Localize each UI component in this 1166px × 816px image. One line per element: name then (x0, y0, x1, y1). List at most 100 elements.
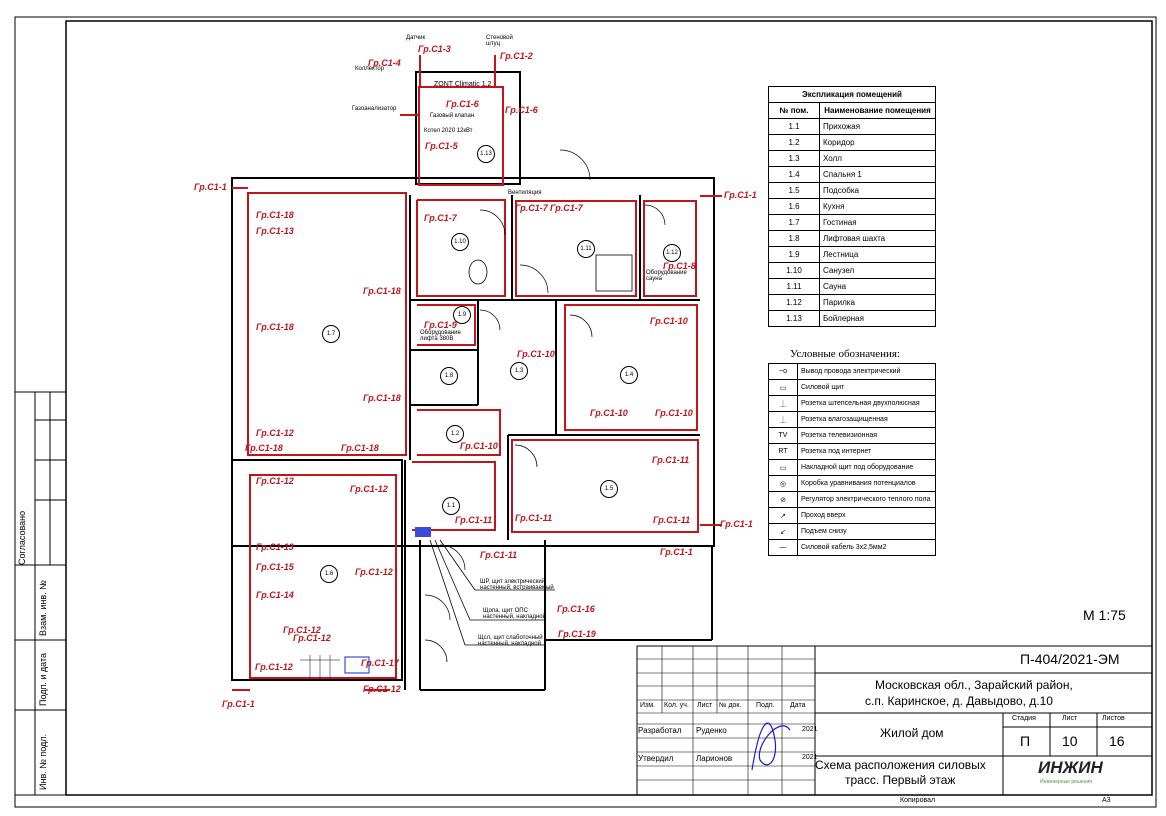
cable-group-label: Гр.С1-1 (660, 547, 693, 557)
cable-group-label: Гр.С1-6 (446, 99, 479, 109)
cable-group-label: Гр.С1-13 (256, 542, 294, 552)
cable-group-label: Гр.С1-11 (480, 550, 518, 560)
cable-group-label: Гр.С1-16 (557, 604, 595, 614)
explication-table: Экспликация помещений № пом. Наименовани… (768, 86, 936, 327)
year-2: 2021 (802, 754, 818, 761)
cable-group-label: Гр.С1-1 (194, 182, 227, 192)
cable-group-label: Гр.С1-12 (256, 476, 294, 486)
legend-row: ▭Накладной щит под оборудование (768, 459, 936, 476)
plan-label-boiler: Котел 2020 12кВт (424, 128, 473, 134)
room-number-badge: 1.9 (453, 306, 471, 324)
sheet-label: Лист (1062, 715, 1078, 722)
cable-group-label: Гр.С1-1 (720, 519, 753, 529)
cable-group-label: Гр.С1-11 (653, 515, 691, 525)
explication-row-name: Санузел (819, 262, 936, 279)
legend-text: Коробка уравнивания потенциалов (797, 475, 936, 492)
explication-col-num: № пом. (768, 102, 820, 119)
explication-row-name: Лифтовая шахта (819, 230, 936, 247)
developed-name: Руденко (696, 726, 727, 735)
plan-label-sensor2: Стеновой штуц (486, 35, 513, 47)
legend-text: Накладной щит под оборудование (797, 459, 936, 476)
cable-group-label: Гр.С1-10 (590, 408, 628, 418)
room-number-badge: 1.1 (442, 497, 460, 515)
cable-group-label: Гр.С1-13 (256, 226, 294, 236)
project-code: П-404/2021-ЭМ (1020, 651, 1120, 667)
company-logo-sub: Инженерные решения (1040, 779, 1092, 785)
room-number-badge: 1.6 (320, 565, 338, 583)
cable-group-label: Гр.С1-12 (355, 567, 393, 577)
room-number-badge: 1.2 (446, 425, 464, 443)
explication-row-name: Спальня 1 (819, 166, 936, 183)
cable-group-label: Гр.С1-11 (515, 513, 553, 523)
cable-group-label: Гр.С1-5 (425, 141, 458, 151)
copied-label: Копировал (900, 797, 936, 804)
legend-symbol-icon: ▭ (768, 459, 798, 476)
explication-col-name: Наименование помещения (819, 102, 936, 119)
explication-row-num: 1.1 (768, 118, 820, 135)
plan-label-equip-lift: Оборудование лифта 380В (420, 330, 461, 342)
stamp-col-header: № док. (719, 702, 742, 709)
explication-row-name: Коридор (819, 134, 936, 151)
plan-label-shr: ШР, щит электрический настенный, встраив… (480, 579, 554, 591)
side-agreed: Согласовано (17, 510, 27, 565)
legend-row: ↙Подъем снизу (768, 523, 936, 540)
explication-row-num: 1.8 (768, 230, 820, 247)
explication-row-num: 1.7 (768, 214, 820, 231)
developed-label: Разработал (638, 726, 682, 735)
approved-name: Ларионов (696, 754, 733, 763)
room-number-badge: 1.11 (577, 240, 595, 258)
stamp-col-header: Подп. (756, 702, 775, 709)
explication-row-num: 1.12 (768, 294, 820, 311)
legend-symbol-icon: — (768, 539, 798, 556)
cable-group-label: Гр.С1-12 (255, 662, 293, 672)
scale-label: М 1:75 (1083, 607, 1126, 623)
explication-row-num: 1.3 (768, 150, 820, 167)
legend-row: —Силовой кабель 3х2,5мм2 (768, 539, 936, 556)
sheet-title-2: трасс. Первый этаж (845, 773, 956, 787)
side-sign-date: Подп. и дата (38, 652, 48, 706)
legend-symbol-icon: TV (768, 427, 798, 444)
explication-row-num: 1.5 (768, 182, 820, 199)
cable-group-label: Гр.С1-12 (283, 625, 321, 635)
cable-group-label: Гр.С1-1 (222, 699, 255, 709)
legend-row: ⏊Розетка влагозащищенная (768, 411, 936, 428)
cable-group-label: Гр.С1-3 (418, 44, 451, 54)
legend-symbol-icon: ▭ (768, 379, 798, 396)
explication-row-name: Гостиная (819, 214, 936, 231)
explication-row-num: 1.9 (768, 246, 820, 263)
explication-row-num: 1.4 (768, 166, 820, 183)
plan-label-equip-sauna: Оборудование сауна (646, 270, 687, 282)
room-number-badge: 1.13 (477, 145, 495, 163)
room-number-badge: 1.4 (620, 366, 638, 384)
plan-label-collector: Коллектор (355, 66, 385, 72)
cable-group-label: Гр.С1-11 (652, 455, 690, 465)
plan-label-shsl: Щсл, щит слаботочный настенный, накладно… (478, 635, 543, 647)
cable-group-label: Гр.С1-2 (500, 51, 533, 61)
explication-row-name: Бойлерная (819, 310, 936, 327)
plan-label-sensor: Датчик (406, 35, 426, 41)
sheets-label: Листов (1102, 715, 1125, 722)
stage-value: П (1020, 733, 1031, 749)
company-logo: ИНЖИН (1038, 758, 1103, 777)
cable-group-label: Гр.С1-12 (350, 484, 388, 494)
sheet-value: 10 (1062, 733, 1078, 749)
legend-text: Подъем снизу (797, 523, 936, 540)
legend-row: ◎Коробка уравнивания потенциалов (768, 475, 936, 492)
room-number-badge: 1.7 (322, 325, 340, 343)
legend-text: Проход вверх (797, 507, 936, 524)
plan-label-gas-valve: Газовый клапан (430, 113, 475, 119)
explication-row-num: 1.11 (768, 278, 820, 295)
legend-text: Вывод провода электрический (797, 363, 936, 380)
cable-group-label: Гр.С1-7 (515, 203, 548, 213)
legend-symbol-icon: ⏊ (768, 411, 798, 428)
legend-text: Регулятор электрического теплого пола (797, 491, 936, 508)
explication-row-name: Кухня (819, 198, 936, 215)
legend-text: Розетка штепсельная двухполюсная (797, 395, 936, 412)
